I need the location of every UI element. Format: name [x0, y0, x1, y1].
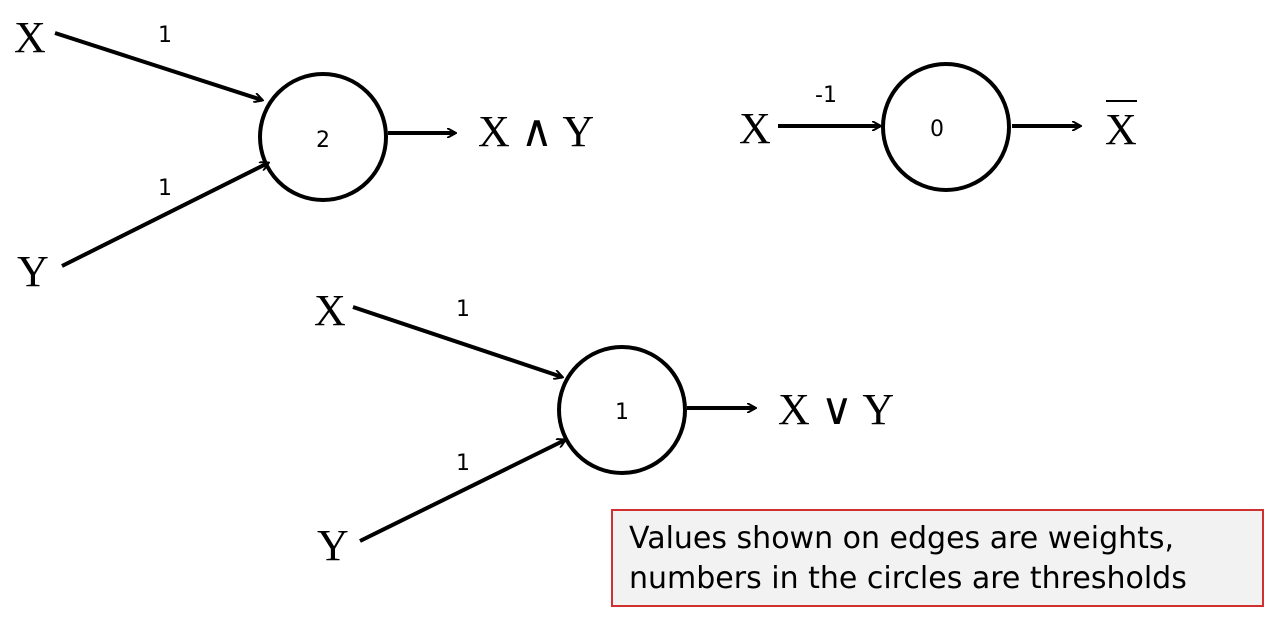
and-output-label: X ∧ Y [478, 107, 594, 156]
and-edge-y [61, 163, 268, 268]
or-edge-y [359, 440, 565, 543]
or-weight-x: 1 [456, 297, 470, 322]
and-threshold: 2 [316, 128, 330, 153]
and-neuron [258, 72, 388, 202]
and-edge-x [54, 31, 262, 100]
or-threshold: 1 [615, 400, 629, 425]
or-input-x: X [314, 286, 346, 335]
or-weight-y: 1 [456, 451, 470, 476]
not-threshold: 0 [930, 117, 944, 142]
or-edge-x [352, 305, 562, 377]
not-weight-x: -1 [815, 83, 837, 108]
or-input-y: Y [317, 521, 349, 570]
not-output-label: X [1105, 105, 1137, 154]
legend-note: Values shown on edges are weights, numbe… [611, 509, 1264, 607]
or-neuron [557, 345, 687, 475]
and-input-x: X [14, 13, 46, 62]
not-neuron [881, 62, 1011, 192]
or-output-label: X ∨ Y [778, 385, 894, 434]
note-line-2: numbers in the circles are thresholds [629, 561, 1187, 596]
and-weight-y: 1 [158, 176, 172, 201]
not-input-x: X [739, 104, 771, 153]
note-line-1: Values shown on edges are weights, [629, 521, 1175, 556]
and-input-y: Y [17, 247, 49, 296]
and-weight-x: 1 [158, 23, 172, 48]
